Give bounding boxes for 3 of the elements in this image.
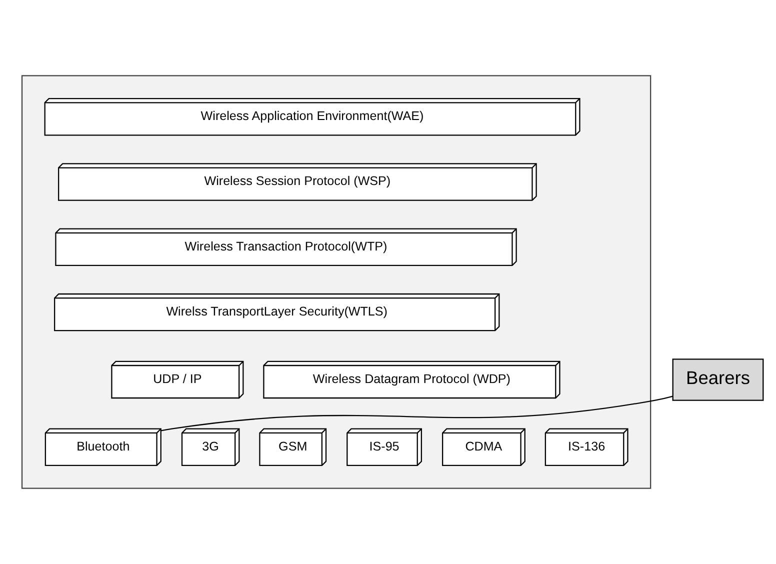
node-box: Bearers: [672, 358, 764, 401]
cluster: [21, 75, 652, 489]
connector: [160, 396, 673, 432]
